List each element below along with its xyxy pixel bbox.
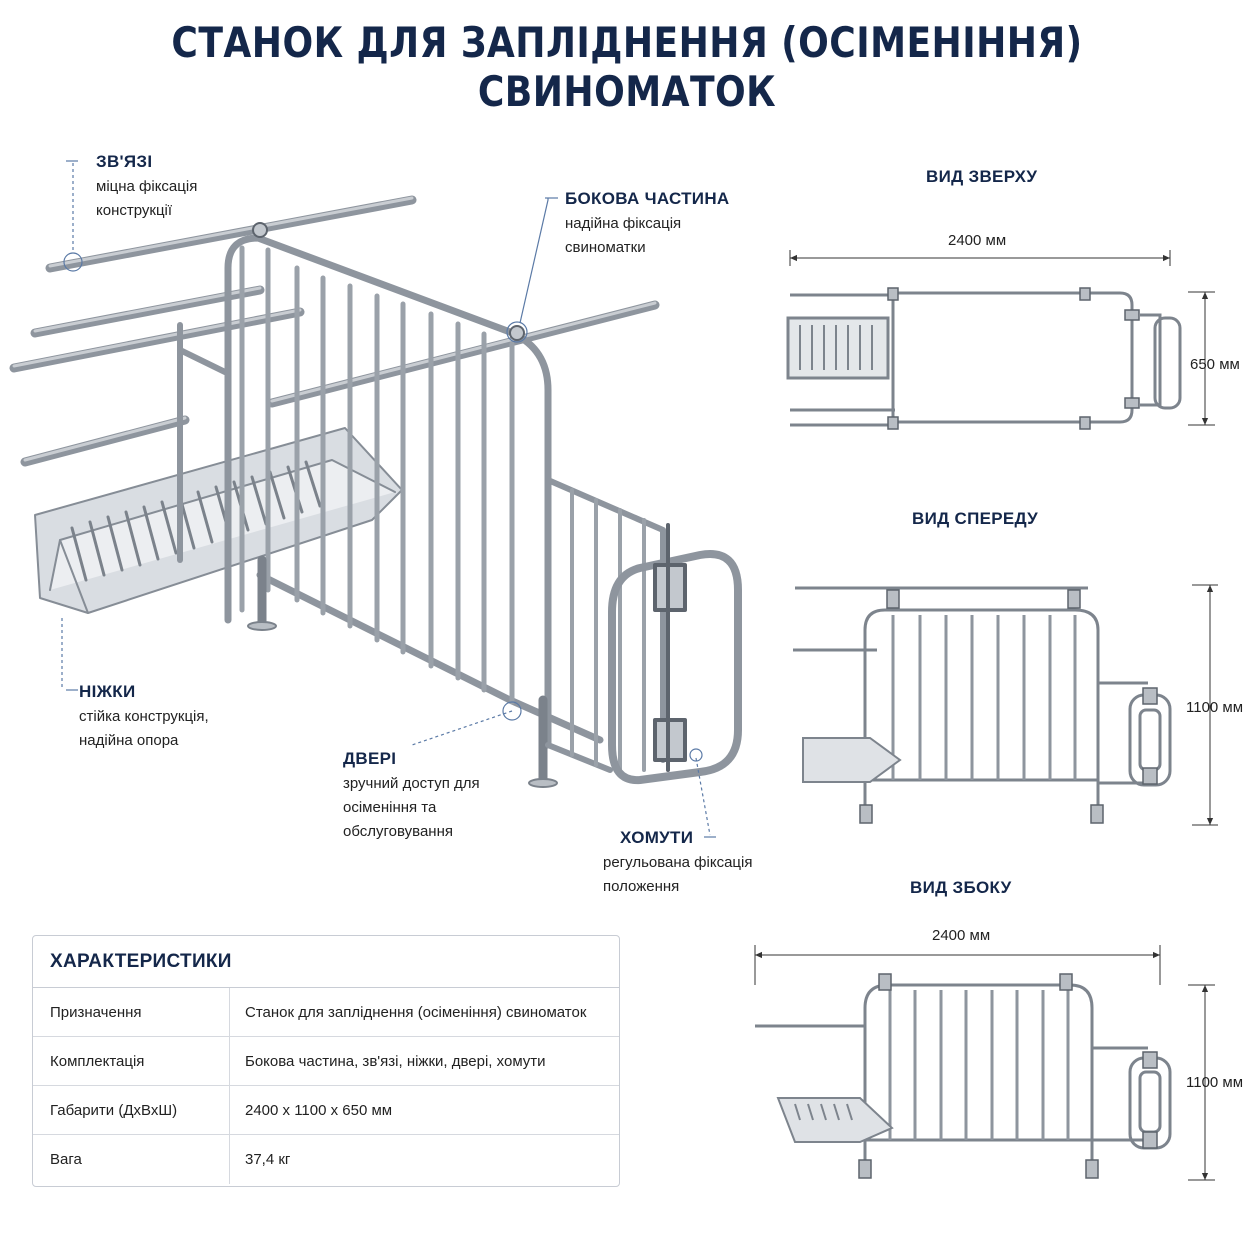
callout-ties: ЗВ'ЯЗІ міцна фіксація конструкції — [96, 150, 197, 223]
side-view-length: 2400 мм — [932, 927, 991, 944]
callout-legs-line2: надійна опора — [79, 732, 179, 749]
callout-side-line1: надійна фіксація — [565, 215, 682, 232]
door — [608, 550, 742, 785]
top-view-width: 650 мм — [1190, 356, 1240, 373]
door-frame — [545, 477, 666, 773]
spec-key-purpose: Призначення — [33, 988, 230, 1036]
front-view-height: 1100 мм — [1186, 699, 1244, 716]
callout-ties-line2: конструкції — [96, 202, 173, 219]
side-panel-bars — [239, 245, 515, 705]
spec-key-weight: Вага — [33, 1135, 230, 1184]
spec-key-contents: Комплектація — [33, 1037, 230, 1085]
front-view-drawing — [793, 584, 1218, 826]
table-row: Призначення Станок для запліднення (осім… — [33, 988, 619, 1037]
side-view-height: 1100 мм — [1186, 1074, 1244, 1091]
callout-side-part: БОКОВА ЧАСТИНА надійна фіксація свиномат… — [565, 187, 729, 260]
spec-value-contents: Бокова частина, зв'язі, ніжки, двері, хо… — [245, 1053, 546, 1070]
front-view-title: ВИД СПЕРЕДУ — [912, 509, 1039, 528]
table-row: Габарити (ДхВхШ) 2400 х 1100 х 650 мм — [33, 1086, 619, 1135]
spec-key-dimensions: Габарити (ДхВхШ) — [33, 1086, 230, 1134]
top-view-title: ВИД ЗВЕРХУ — [926, 167, 1038, 186]
trough — [34, 427, 403, 614]
callout-ties-title: ЗВ'ЯЗІ — [96, 152, 153, 171]
spec-value-purpose: Станок для запліднення (осіменіння) свин… — [245, 1004, 587, 1021]
callout-clamps-line1: регульована фіксація — [603, 854, 753, 871]
top-view-drawing — [786, 250, 1215, 430]
specifications-header: ХАРАКТЕРИСТИКИ — [33, 936, 619, 988]
table-row: Вага 37,4 кг — [33, 1135, 619, 1184]
callout-legs-title: НІЖКИ — [79, 682, 136, 701]
top-view-length: 2400 мм — [948, 232, 1007, 249]
specifications-table: ХАРАКТЕРИСТИКИ Призначення Станок для за… — [32, 935, 620, 1187]
callout-door-line1: зручний доступ для — [343, 775, 480, 792]
spec-value-dimensions: 2400 х 1100 х 650 мм — [245, 1102, 393, 1119]
callout-clamps: ХОМУТИ регульована фіксація положення — [603, 826, 752, 899]
callout-legs: НІЖКИ стійка конструкція, надійна опора — [79, 680, 209, 753]
callout-ties-line1: міцна фіксація — [96, 178, 198, 195]
spec-value-weight: 37,4 кг — [245, 1151, 291, 1168]
side-view-title: ВИД ЗБОКУ — [910, 878, 1012, 897]
callout-clamps-title: ХОМУТИ — [620, 828, 694, 847]
stall-3d-illustration — [9, 195, 742, 788]
callout-side-line2: свиноматки — [565, 239, 646, 256]
callout-door-title: ДВЕРІ — [343, 749, 397, 768]
legs — [257, 555, 548, 787]
rear-frame — [177, 322, 228, 563]
tie-bars — [9, 195, 660, 467]
clamps — [653, 523, 687, 772]
callout-door-line2: осіменіння та — [343, 799, 437, 816]
table-row: Комплектація Бокова частина, зв'язі, ніж… — [33, 1037, 619, 1086]
callout-door-line3: обслуговування — [343, 823, 453, 840]
callout-legs-line1: стійка конструкція, — [79, 708, 209, 725]
side-view-drawing — [754, 945, 1215, 1181]
page-title: СТАНОК ДЛЯ ЗАПЛІДНЕННЯ (ОСІМЕНІННЯ) СВИН… — [171, 18, 1083, 116]
callout-leaders — [61, 163, 711, 836]
callout-clamps-line2: положення — [603, 878, 680, 895]
callout-door: ДВЕРІ зручний доступ для осіменіння та о… — [343, 747, 480, 844]
callout-side-title: БОКОВА ЧАСТИНА — [565, 189, 730, 208]
